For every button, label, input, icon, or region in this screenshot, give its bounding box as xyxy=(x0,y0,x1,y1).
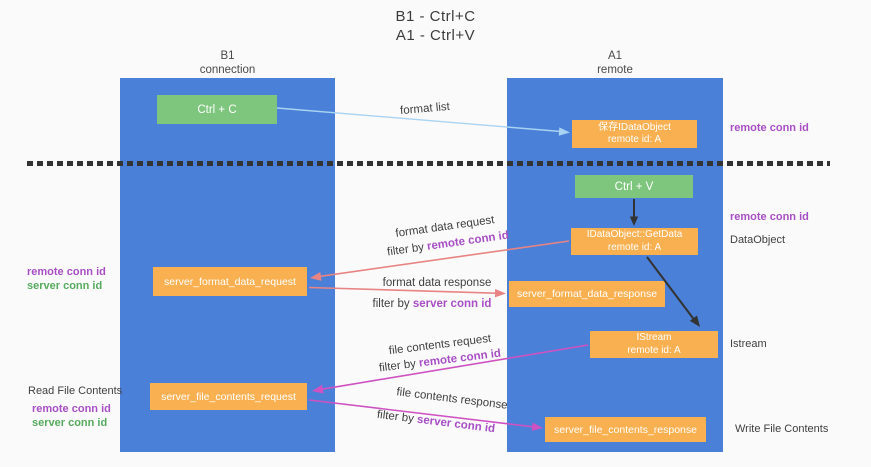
ctrl-v-label: Ctrl + V xyxy=(614,180,654,193)
lane-a1-role: remote xyxy=(597,64,633,76)
idataobject-getdata-box: IDataObject::GetData remote id: A xyxy=(571,228,698,255)
server-format-data-response-box: server_format_data_response xyxy=(509,281,665,307)
save-dataobject-box: 保存IDataObject remote id: A xyxy=(572,120,697,148)
server-format-data-request-box: server_format_data_request xyxy=(153,267,307,296)
left-remote-conn-id-top-label: remote conn id xyxy=(27,266,106,278)
filter-by-text: filter by xyxy=(386,240,428,259)
server-format-data-response-label: server_format_data_response xyxy=(516,288,658,300)
title-line-2: A1 - Ctrl+V xyxy=(395,27,476,44)
format-data-response-filter-label: filter by server conn id xyxy=(373,298,492,310)
left-server-conn-id-bottom-label: server conn id xyxy=(32,417,108,429)
lane-a1-name: A1 xyxy=(607,50,623,62)
istream-line2: remote id: A xyxy=(627,344,681,356)
istream-box: IStream remote id: A xyxy=(590,331,718,358)
write-file-contents-label: Write File Contents xyxy=(735,423,829,435)
phase-separator-dashed-line xyxy=(27,161,830,166)
file-contents-response-filter-label: filter by server conn id xyxy=(376,409,495,435)
left-remote-conn-id-bottom-label: remote conn id xyxy=(32,403,111,415)
filter-by-text: filter by xyxy=(376,408,418,426)
getdata-line2: remote id: A xyxy=(607,241,662,253)
save-dataobject-line1: 保存IDataObject xyxy=(598,121,671,133)
server-conn-id-key: server conn id xyxy=(416,413,496,436)
server-file-contents-response-label: server_file_contents_response xyxy=(553,423,697,436)
format-data-response-label: format data response xyxy=(382,277,492,289)
right-remote-conn-id-mid-label: remote conn id xyxy=(730,211,809,223)
filter-by-text: filter by xyxy=(372,298,413,310)
lane-header-b1: B1 connection xyxy=(120,49,335,77)
lane-header-a1: A1 remote xyxy=(507,49,723,77)
lane-b1-role: connection xyxy=(199,64,256,76)
file-contents-response-label: file contents response xyxy=(395,386,509,412)
getdata-line1: IDataObject::GetData xyxy=(586,229,683,240)
istream-side-label: Istream xyxy=(730,338,767,350)
server-file-contents-request-box: server_file_contents_request xyxy=(150,383,307,410)
title-line-1: B1 - Ctrl+C xyxy=(395,8,476,25)
left-server-conn-id-top-label: server conn id xyxy=(27,280,103,292)
istream-line1: IStream xyxy=(636,332,672,343)
filter-by-text: filter by xyxy=(378,357,420,375)
lane-b1-name: B1 xyxy=(220,50,235,62)
server-file-contents-request-label: server_file_contents_request xyxy=(161,390,296,403)
server-file-contents-response-box: server_file_contents_response xyxy=(545,417,706,442)
save-dataobject-line2: remote id: A xyxy=(607,134,662,145)
ctrl-v-box: Ctrl + V xyxy=(575,175,693,198)
right-remote-conn-id-top-label: remote conn id xyxy=(730,122,809,134)
server-format-data-request-label: server_format_data_request xyxy=(164,275,296,288)
ctrl-c-box: Ctrl + C xyxy=(157,95,277,124)
ctrl-c-label: Ctrl + C xyxy=(197,103,237,116)
format-list-label: format list xyxy=(399,100,451,118)
read-file-contents-label: Read File Contents xyxy=(28,385,123,397)
dataobject-label: DataObject xyxy=(730,234,786,246)
server-conn-id-key: server conn id xyxy=(412,298,492,310)
